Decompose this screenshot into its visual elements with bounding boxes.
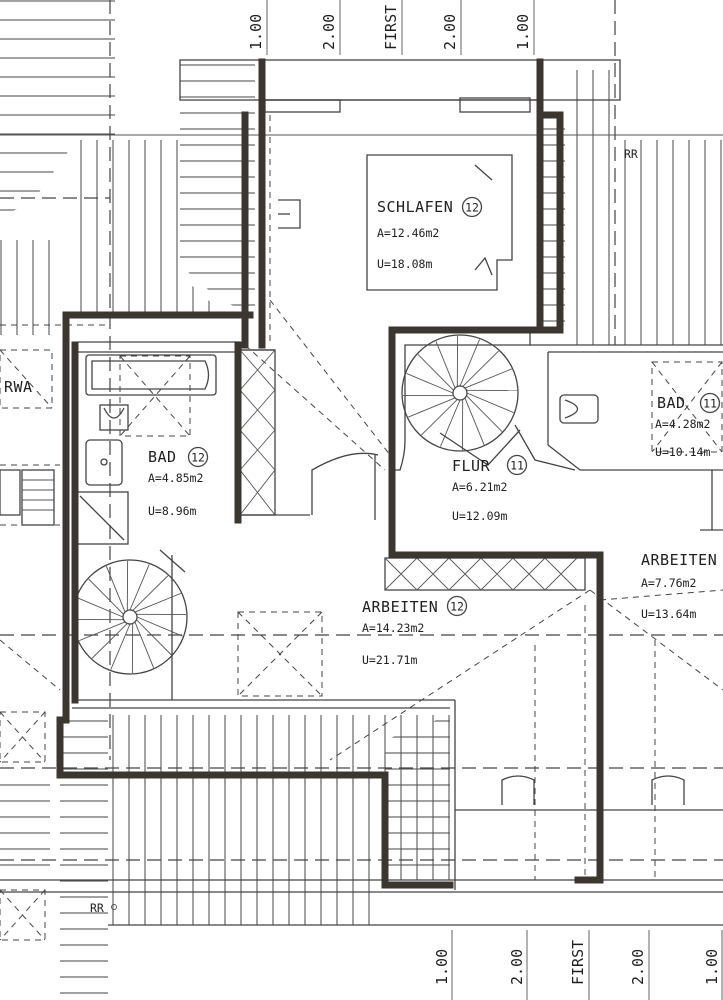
room-area: A=7.76m2 [641,576,696,590]
dim-top-1: 1.00 [247,14,265,50]
room-labels: SCHLAFEN 12 A=12.46m2 U=18.08m BAD 12 A=… [148,196,721,667]
room-number: 12 [465,201,479,215]
dim-top-2: 2.00 [320,14,338,50]
room-schlafen: SCHLAFEN 12 A=12.46m2 U=18.08m [377,196,483,271]
dim-top-4: 2.00 [441,14,459,50]
room-flur: FLUR 11 A=6.21m2 U=12.09m [452,454,528,523]
room-name: FLUR [452,457,491,475]
dim-top-5: 1.00 [514,14,532,50]
spiral-stair-arbeiten [72,559,188,675]
rr-label-bottom: RR [90,901,104,915]
room-number: 11 [510,459,524,473]
walls [56,58,604,889]
room-name: BAD [148,448,177,466]
room-name: ARBEITEN [362,598,438,616]
dim-bottom-2: 2.00 [508,949,526,985]
room-arbeiten-right: ARBEITEN A=7.76m2 U=13.64m [641,551,717,621]
rwa-label: RWA [4,378,33,396]
dim-bottom-4: 2.00 [629,949,647,985]
room-area: A=4.85m2 [148,471,203,485]
skylights [0,349,723,941]
room-area: A=12.46m2 [377,226,439,240]
dim-bottom-5: 1.00 [703,949,721,985]
bathroom-fixtures [0,354,599,545]
room-name: BAD [657,394,686,412]
room-area: A=14.23m2 [362,621,424,635]
room-area: A=4.28m2 [655,417,710,431]
doors [278,199,379,520]
spiral-stair-flur [391,329,576,471]
room-area: A=6.21m2 [452,480,507,494]
room-perimeter: U=18.08m [377,257,432,271]
room-arbeiten-12: ARBEITEN 12 A=14.23m2 U=21.71m [362,595,468,667]
room-bad-12: BAD 12 A=4.85m2 U=8.96m [148,446,209,518]
room-bad-11: BAD 11 A=4.28m2 U=10.14m [655,392,721,459]
room-perimeter: U=12.09m [452,509,507,523]
room-perimeter: U=8.96m [148,504,197,518]
room-perimeter: U=21.71m [362,653,417,667]
room-number: 11 [703,397,717,411]
room-name: SCHLAFEN [377,198,453,216]
room-perimeter: U=10.14m [655,445,710,459]
room-number: 12 [191,451,205,465]
dim-bottom-1: 1.00 [433,949,451,985]
rr-label-top: RR [624,147,638,161]
bed [366,154,513,291]
room-number: 12 [450,600,464,614]
room-perimeter: U=13.64m [641,607,696,621]
dim-bottom-first: FIRST [569,940,587,985]
misc-labels: RWA RR RR [4,147,638,915]
dimensions-bottom: 1.00 2.00 FIRST 2.00 1.00 [433,930,723,1000]
dim-top-first: FIRST [382,5,400,50]
room-name: ARBEITEN [641,551,717,569]
dimensions-top: 1.00 2.00 FIRST 2.00 1.00 [247,0,535,55]
